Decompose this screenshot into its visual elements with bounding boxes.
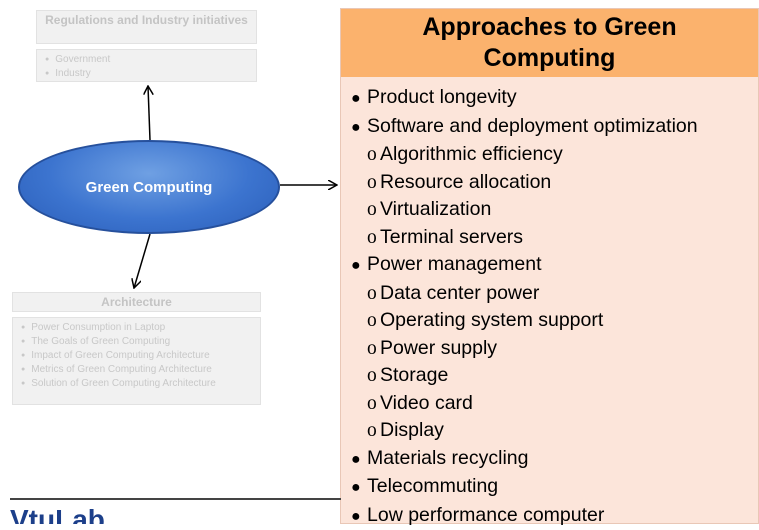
green-computing-node: Green Computing <box>18 140 280 234</box>
arrow-to-architecture <box>134 234 150 288</box>
approach-subitem: Algorithmic efficiency <box>351 141 758 169</box>
approach-item: Low performance computer <box>351 502 758 530</box>
vtulab-logo-text: VtuLab <box>10 506 120 524</box>
approach-subitem: Video card <box>351 390 758 418</box>
approaches-panel: Approaches to Green Computing Product lo… <box>340 8 759 524</box>
approach-subitem: Virtualization <box>351 196 758 224</box>
approaches-list: Product longevitySoftware and deployment… <box>341 77 758 530</box>
footer-divider <box>10 498 341 500</box>
approach-subitem: Operating system support <box>351 307 758 335</box>
vtulab-logo: VtuLab <box>10 506 120 524</box>
approach-subitem: Power supply <box>351 335 758 363</box>
approach-item: Software and deployment optimization <box>351 113 758 142</box>
approach-subitem: Terminal servers <box>351 224 758 252</box>
approach-item: Power management <box>351 251 758 280</box>
approaches-header: Approaches to Green Computing <box>341 9 758 77</box>
approach-item: Telecommuting <box>351 473 758 502</box>
approach-subitem: Display <box>351 417 758 445</box>
approach-item: Product longevity <box>351 84 758 113</box>
green-computing-label: Green Computing <box>86 179 213 196</box>
approach-subitem: Resource allocation <box>351 169 758 197</box>
arrow-to-regulations <box>148 86 150 140</box>
approach-subitem: Data center power <box>351 280 758 308</box>
approach-subitem: Storage <box>351 362 758 390</box>
approach-item: Materials recycling <box>351 445 758 474</box>
